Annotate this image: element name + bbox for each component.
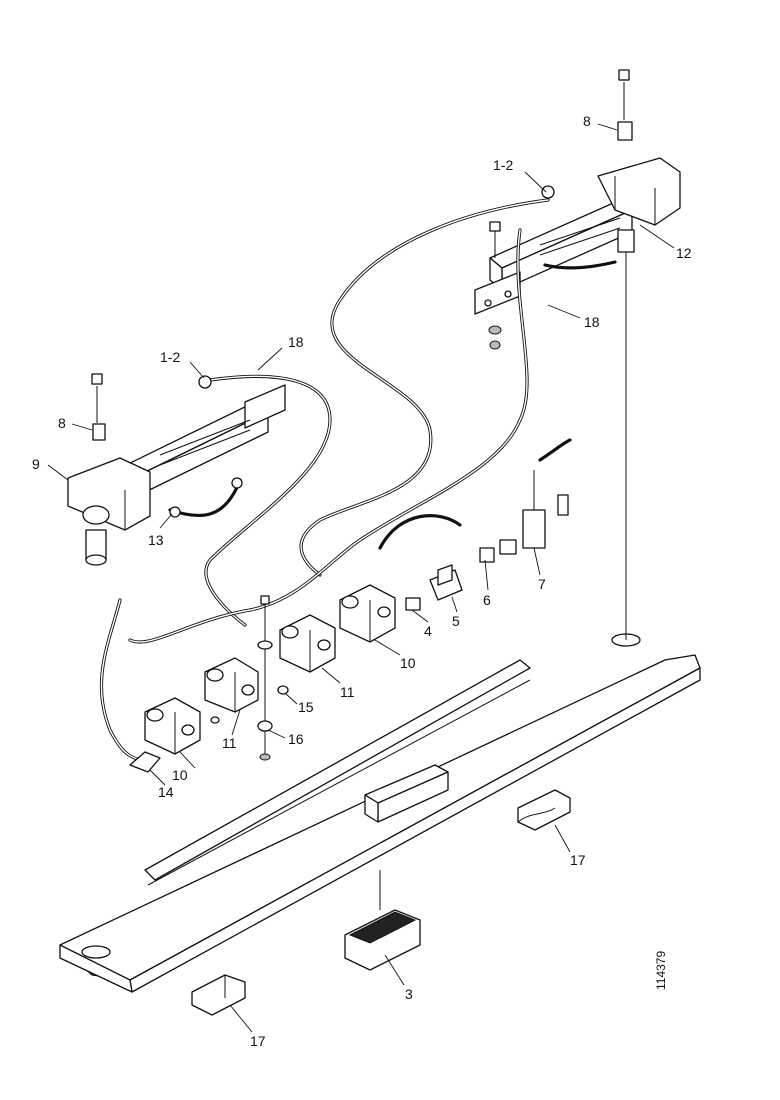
figure-id: 114379 <box>654 951 668 990</box>
cylinder-assembly-upper-left <box>67 373 286 566</box>
elbow-1-2 <box>198 185 555 389</box>
valve-block-10-upper <box>339 584 396 643</box>
tee-fitting-5 <box>429 564 463 601</box>
nipple-4 <box>405 597 421 611</box>
washer-15 <box>210 685 289 724</box>
callout-16: 16 <box>288 731 304 747</box>
callout-12: 12 <box>676 245 692 261</box>
callout-18-right: 18 <box>584 314 600 330</box>
callout-3: 3 <box>405 986 413 1002</box>
callout-5: 5 <box>452 613 460 629</box>
callout-17-left: 17 <box>250 1033 266 1049</box>
callout-11-mid: 11 <box>340 684 355 700</box>
callout-1-2-left: 1-2 <box>160 349 180 365</box>
callout-10-lower: 10 <box>172 767 188 783</box>
valve-block-11-mid <box>279 614 336 673</box>
pad-3 <box>344 870 421 971</box>
callout-14: 14 <box>158 784 174 800</box>
callout-11-lower: 11 <box>222 735 237 751</box>
fitting-6 <box>479 539 517 563</box>
callout-1-2-upper: 1-2 <box>493 157 513 173</box>
callout-13: 13 <box>148 532 164 548</box>
callout-9: 9 <box>32 456 40 472</box>
callout-7: 7 <box>538 576 546 592</box>
wedge-17-left <box>191 974 246 1016</box>
callout-10-upper: 10 <box>400 655 416 671</box>
base-plate <box>59 633 701 993</box>
leader-lines <box>47 123 675 1033</box>
callout-15: 15 <box>298 699 314 715</box>
callout-18-left: 18 <box>288 334 304 350</box>
callout-8-upper: 8 <box>583 113 591 129</box>
bolt-16-stack <box>257 595 273 761</box>
fitting-13 <box>169 477 243 518</box>
hose-lines <box>99 198 617 762</box>
callout-8-left: 8 <box>58 415 66 431</box>
wedge-17-right <box>517 789 571 831</box>
valve-block-11-lower <box>204 657 259 713</box>
fitting-14 <box>129 751 161 773</box>
callout-4: 4 <box>424 623 432 639</box>
callout-6: 6 <box>483 592 491 608</box>
cylinder-assembly-upper-right <box>474 157 681 640</box>
valve-block-10-lower <box>144 697 201 755</box>
valve-7 <box>522 470 569 549</box>
bracket-upper <box>617 69 633 141</box>
callout-17-right: 17 <box>570 852 586 868</box>
